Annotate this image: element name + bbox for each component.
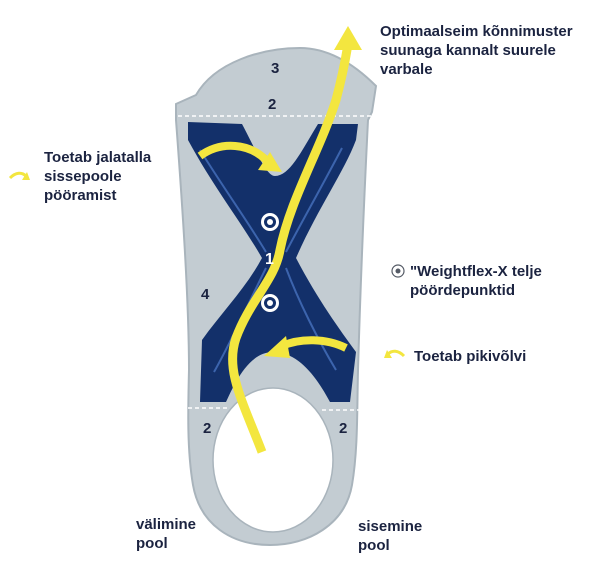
heel-opening (212, 387, 334, 533)
pivot-point-icon (261, 294, 279, 312)
outer-side-label: välimine pool (136, 516, 197, 552)
zone-2-left-label: 2 (203, 420, 212, 437)
walking-pattern-arrow (228, 43, 353, 454)
pivot-points-label: "Weightflex-X telje pöördepunktid (410, 263, 542, 299)
curved-arrow-icon (384, 349, 406, 358)
x-inner-line-right-top (285, 147, 343, 253)
zone-3-label: 3 (271, 60, 280, 77)
zone-4-label: 4 (201, 286, 210, 303)
arch-support-arrowhead (264, 336, 290, 358)
curved-arrow-icon (8, 171, 30, 180)
inner-side-label: sisemine pool (358, 518, 423, 554)
zone-1-label: 1 (265, 251, 274, 268)
inward-support-arrowhead (258, 152, 282, 172)
pivot-point-icon (261, 213, 279, 231)
walking-pattern-arrowhead (334, 26, 362, 50)
pivot-point-icon (391, 264, 405, 278)
optimal-walking-label: Optimaalseim kõnnimuster suunaga kannalt… (380, 23, 573, 78)
inward-support-label: Toetab jalatalla sissepoole pööramist (44, 149, 152, 204)
x-inner-line-right-bottom (285, 267, 337, 371)
x-inner-line-left-top (199, 149, 267, 253)
zone-2-top-label: 2 (268, 96, 277, 113)
arch-support-label: Toetab pikivõlvi (414, 348, 527, 365)
zone-2-right-label: 2 (339, 420, 348, 437)
inward-support-arrow (197, 141, 269, 164)
